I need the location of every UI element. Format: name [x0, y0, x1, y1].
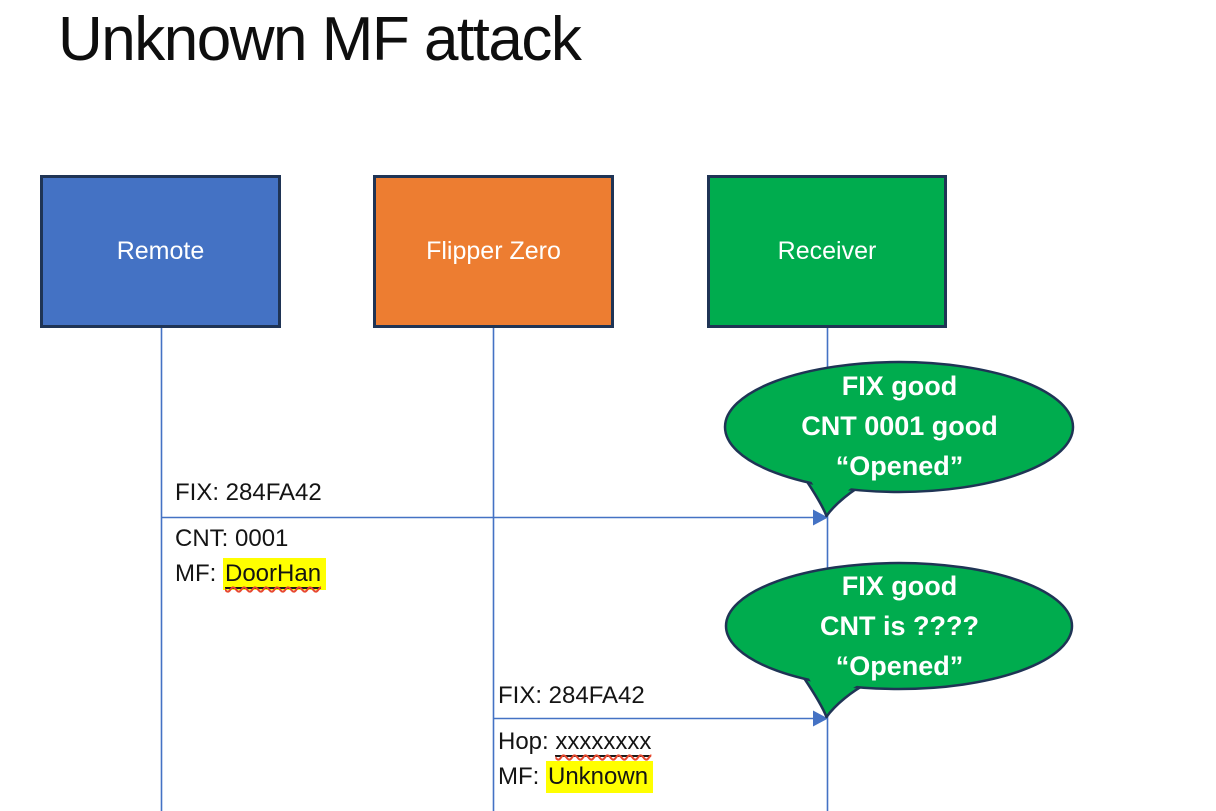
bubble1-line2: CNT 0001 good	[801, 411, 998, 441]
message1-mf-prefix: MF:	[175, 560, 223, 587]
message2-hop-prefix: Hop:	[498, 728, 556, 755]
slide-title: Unknown MF attack	[58, 5, 582, 74]
bubble1-line1: FIX good	[841, 371, 958, 401]
actor-label-receiver: Receiver	[777, 237, 877, 265]
message1-arrowhead-icon	[813, 509, 828, 526]
actor-box-remote: Remote	[40, 175, 281, 328]
actor-label-flipper-zero: Flipper Zero	[426, 237, 561, 265]
bubble2-tail-joint	[807, 675, 864, 711]
bubble2-ellipse	[724, 561, 1074, 691]
message1-details: CNT: 0001 MF: DoorHan	[175, 521, 327, 591]
message1-mf-line: MF: DoorHan	[175, 556, 327, 591]
bubble1-line3: “Opened”	[835, 451, 964, 481]
message2-details: Hop: xxxxxxxx MF: Unknown	[498, 724, 654, 794]
actor-box-flipper-zero: Flipper Zero	[373, 175, 614, 328]
message2-mf-prefix: MF:	[498, 763, 546, 790]
message2-fix-label: FIX: 284FA42	[498, 682, 645, 709]
bubble2-text: FIX good CNT is ???? “Opened”	[727, 566, 1072, 686]
message2-hop-value: xxxxxxxx	[555, 728, 652, 757]
bubble2-line1: FIX good	[841, 571, 958, 601]
actor-label-remote: Remote	[116, 237, 205, 265]
bubble2-line3: “Opened”	[835, 651, 964, 681]
bubble2-line2: CNT is ????	[820, 611, 979, 641]
message2-hop-line: Hop: xxxxxxxx	[498, 724, 653, 759]
message1-fix-label: FIX: 284FA42	[175, 479, 322, 506]
bubble1-tail-joint	[807, 474, 864, 510]
actor-box-receiver: Receiver	[707, 175, 947, 328]
message2-mf-value: Unknown	[546, 761, 654, 793]
message1-cnt-label: CNT: 0001	[175, 525, 289, 552]
message2-arrowhead-icon	[813, 710, 828, 727]
bubble1-ellipse	[723, 360, 1075, 494]
message1-mf-value: DoorHan	[225, 560, 322, 589]
message1-mf-highlight: DoorHan	[223, 558, 327, 590]
bubble1-text: FIX good CNT 0001 good “Opened”	[727, 366, 1072, 486]
message2-mf-line: MF: Unknown	[498, 759, 654, 794]
